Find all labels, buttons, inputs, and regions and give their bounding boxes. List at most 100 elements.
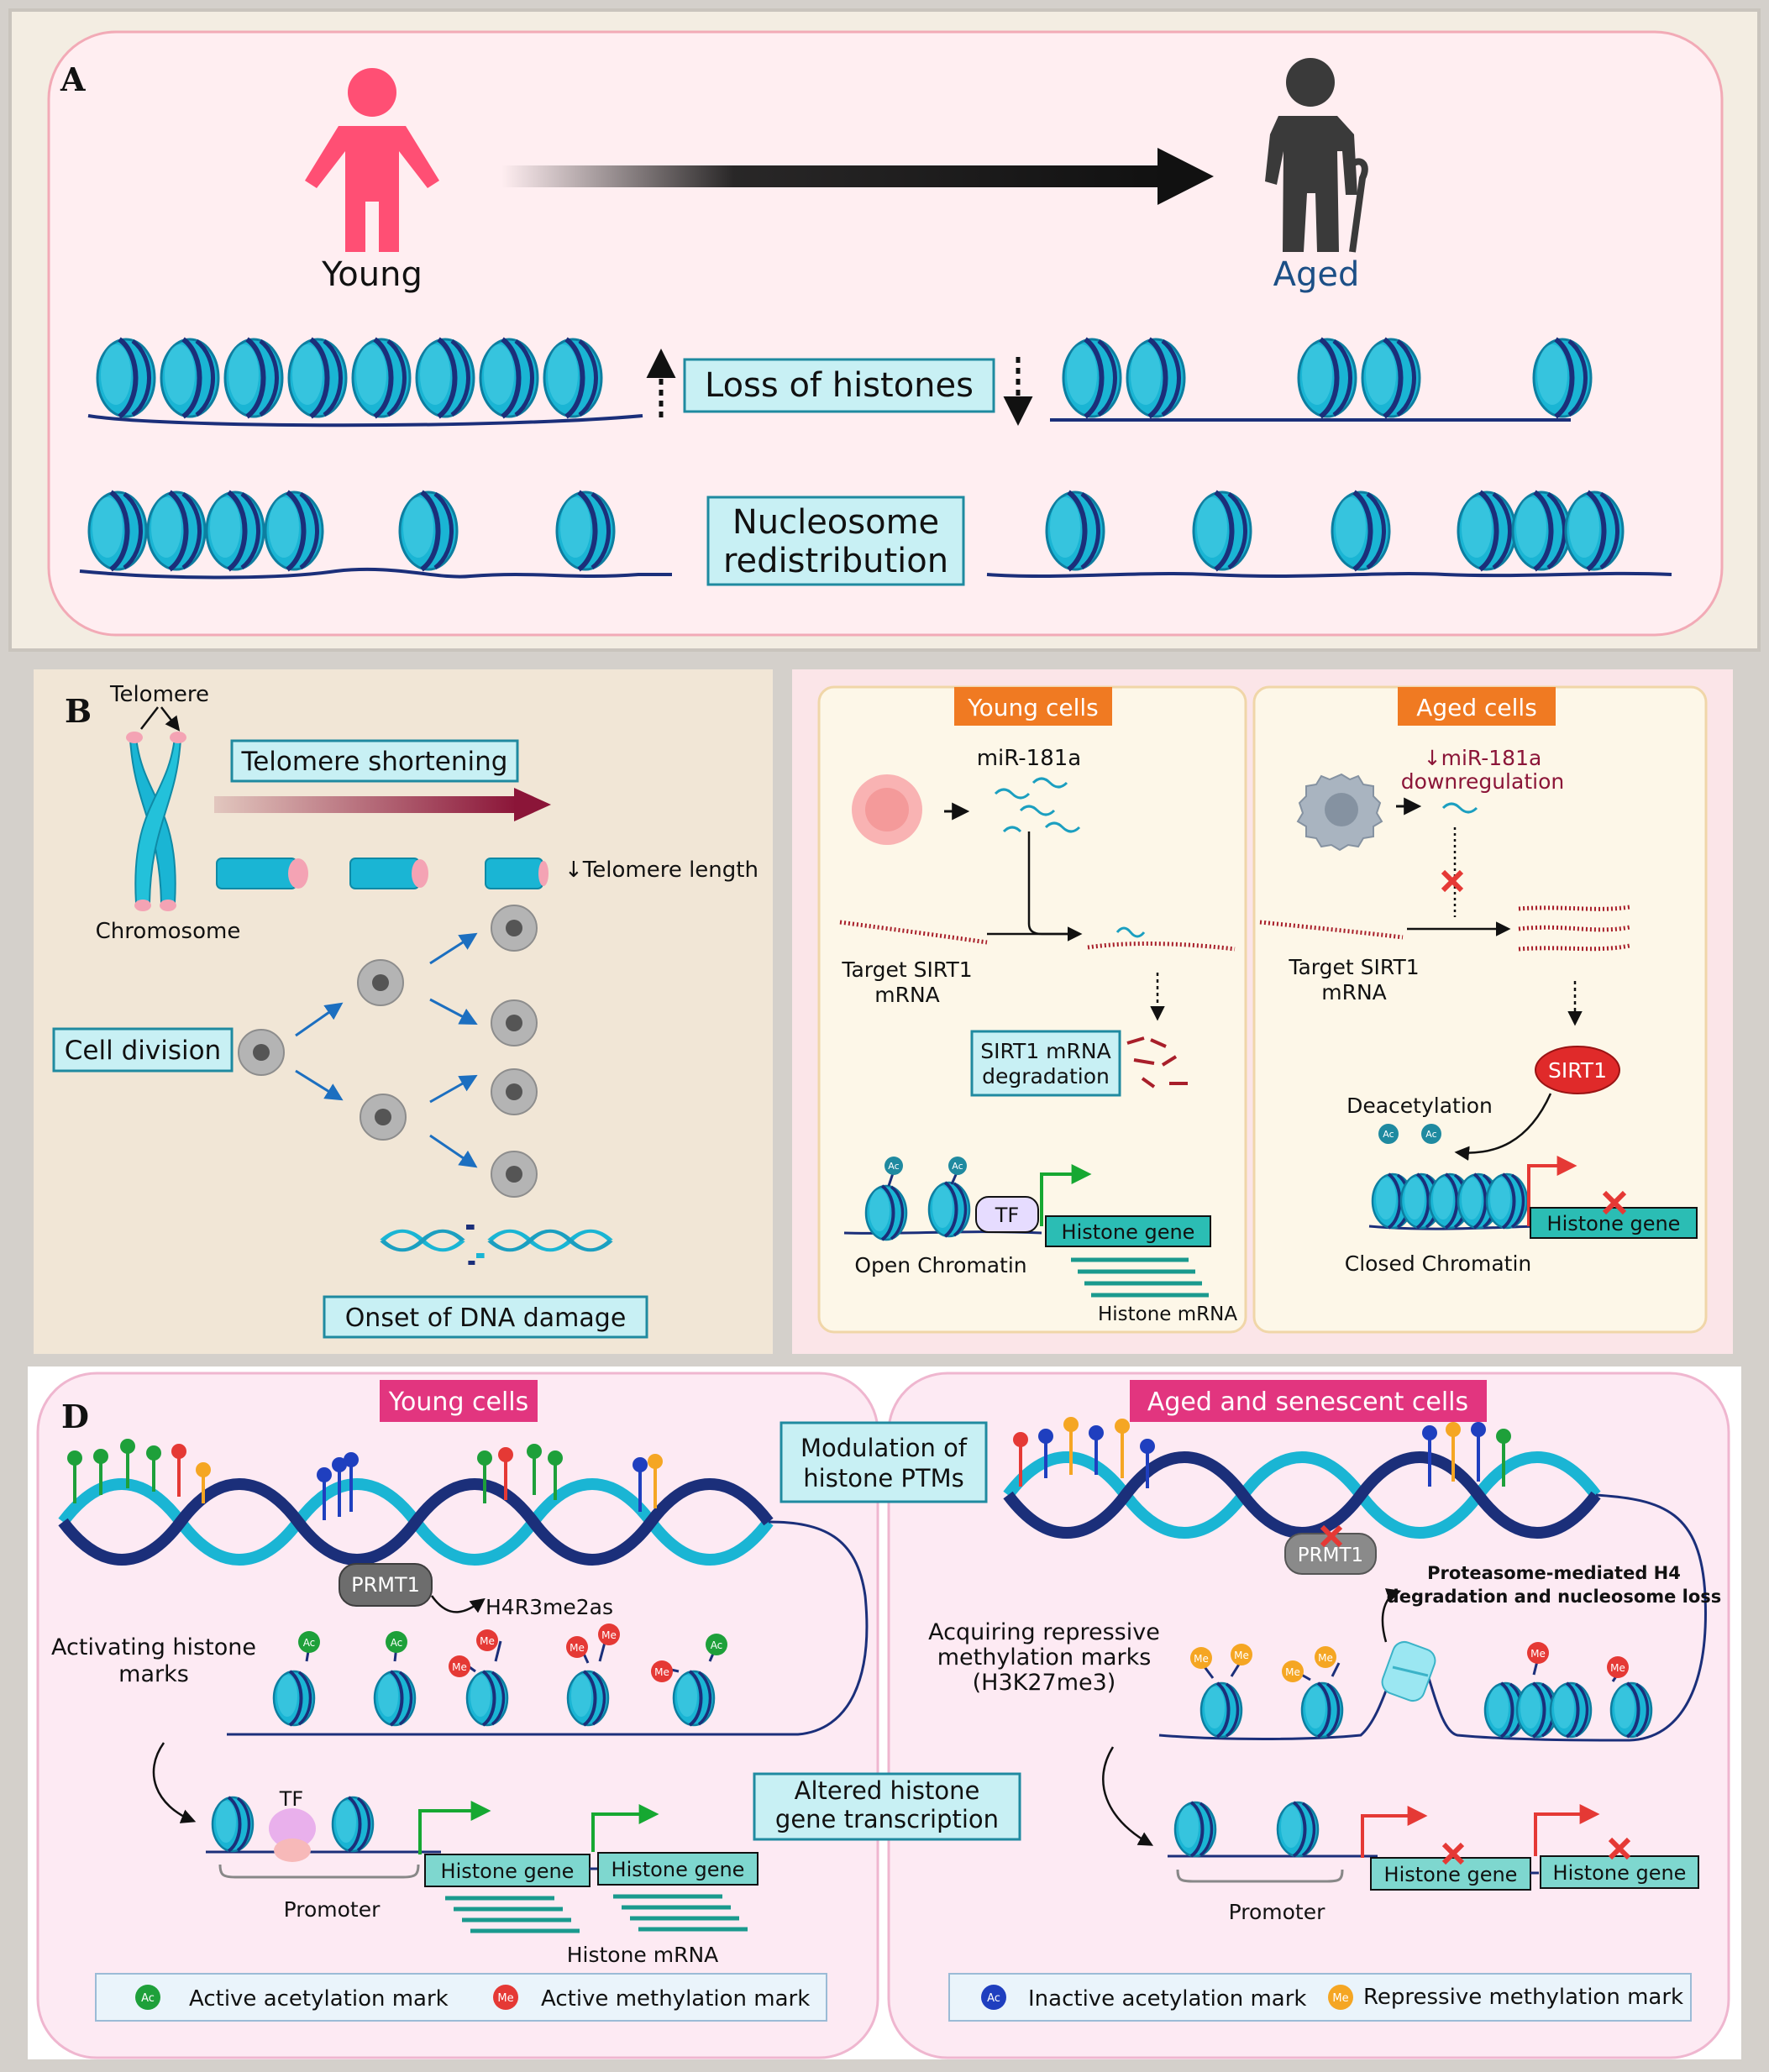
- intact-sirt1-mrna: [1518, 905, 1630, 952]
- young-ac-mark-1: Ac: [888, 1161, 899, 1172]
- repressive-line2: methylation marks: [937, 1644, 1152, 1671]
- young-me-2: Me: [480, 1635, 495, 1647]
- dna-damage-icon: [380, 1225, 613, 1265]
- young-me-5: Me: [654, 1666, 669, 1678]
- dna-damage-box: [323, 1295, 648, 1339]
- telomere-length-label: ↓Telomere length: [564, 858, 759, 883]
- legend-aged-me-label: Repressive methylation mark: [1363, 1985, 1683, 2010]
- aged-me-2: Me: [1234, 1650, 1249, 1661]
- young-tf-label: TF: [995, 1204, 1019, 1227]
- young-person-icon: [305, 68, 439, 252]
- cell-division-box: [52, 1027, 234, 1073]
- aged-target-line1: Target SIRT1: [1288, 955, 1419, 979]
- young-me-3: Me: [570, 1642, 585, 1654]
- loss-of-histones-box: [683, 358, 995, 413]
- modulation-box: [780, 1421, 988, 1503]
- panel-d-letter: D: [61, 1398, 89, 1435]
- young-mirna-label: miR-181a: [977, 746, 1082, 771]
- telomere-shortening-label: Telomere shortening: [241, 747, 508, 777]
- d-young-tag: [380, 1380, 538, 1422]
- aged-cells-tag: [1398, 687, 1556, 726]
- activating-line1: Activating histone: [51, 1634, 256, 1660]
- aged-histone-gene: [1530, 1207, 1698, 1239]
- young-senescence-panel: [36, 1372, 879, 2059]
- aged-promoter-label: Promoter: [1229, 1900, 1325, 1924]
- aged-ac-mark-2: Ac: [1425, 1129, 1436, 1140]
- nucleosome-redistribution-box: [706, 496, 965, 586]
- d-aged-tag: [1130, 1380, 1487, 1422]
- legend-aged-ac-icon: Ac: [987, 1992, 1000, 2005]
- panel-a: A Young Aged Loss of histones: [8, 8, 1761, 652]
- young-histone-gene-1-label: Histone gene: [441, 1860, 575, 1883]
- young-nucleosome-distribution: [79, 492, 672, 580]
- proteasome-icon: [1381, 1640, 1436, 1702]
- panel-b: B Telomere Chromosome Telomere shortenin…: [34, 669, 773, 1354]
- nucleosome-redistribution-line1: Nucleosome: [732, 503, 939, 542]
- young-histone-mrna-label: Histone mRNA: [1098, 1304, 1237, 1325]
- young-target-line2: mRNA: [874, 983, 940, 1007]
- altered-line2: gene transcription: [775, 1805, 999, 1833]
- young-histone-gene: [1045, 1215, 1211, 1247]
- young-prmt1-blob: [339, 1563, 433, 1607]
- modulation-line2: histone PTMs: [803, 1464, 963, 1492]
- young-label: Young: [321, 255, 423, 294]
- aging-arrow: [501, 165, 1165, 187]
- telomere-shortening-arrow: [214, 796, 517, 813]
- young-histone-gene-2-label: Histone gene: [612, 1858, 745, 1881]
- young-histone-mrna-lines: [1071, 1257, 1209, 1298]
- young-prmt1-label: PRMT1: [351, 1573, 420, 1597]
- panel-a-letter: A: [60, 60, 86, 98]
- repressive-line3: (H3K27me3): [973, 1670, 1116, 1696]
- h4r3me2as-label: H4R3me2as: [486, 1595, 613, 1619]
- young-dna-helix: [58, 1478, 869, 1736]
- young-mrna-lines-d: [445, 1894, 748, 1933]
- aged-gene-1-blocked-icon: [1441, 1842, 1465, 1865]
- telomere-shortening-box: [230, 739, 519, 783]
- sirt1-label: SIRT1: [1548, 1058, 1607, 1083]
- repressive-line1: Acquiring repressive: [928, 1619, 1160, 1645]
- young-histone-gene-1: [424, 1854, 591, 1887]
- young-legend: [95, 1973, 827, 2022]
- d-young-title: Young cells: [388, 1387, 529, 1417]
- young-ptm-lollipops: [67, 1439, 663, 1520]
- young-cells-title: Young cells: [967, 694, 1098, 721]
- aged-mirna-line1: ↓miR-181a: [1424, 746, 1542, 770]
- aged-gene-2-blocked-icon: [1608, 1837, 1631, 1860]
- young-histone-mrna-d: Histone mRNA: [567, 1943, 719, 1967]
- aged-target-line2: mRNA: [1321, 980, 1387, 1005]
- aging-arrow-head: [1157, 148, 1214, 205]
- aged-me-1: Me: [1194, 1653, 1209, 1665]
- young-target-line1: Target SIRT1: [841, 957, 972, 982]
- aged-legend: [948, 1973, 1692, 2022]
- loss-of-histones-label: Loss of histones: [705, 366, 974, 405]
- telomere-label: Telomere: [109, 682, 209, 707]
- tf-blob: [975, 1196, 1039, 1233]
- young-ac-3: Ac: [711, 1639, 723, 1651]
- blocked-x-icon: [1441, 869, 1464, 893]
- activating-line2: marks: [118, 1661, 189, 1687]
- young-me-1: Me: [452, 1661, 467, 1673]
- young-cells-tag: [954, 687, 1112, 726]
- sirt1-enzyme: [1535, 1046, 1620, 1094]
- aged-me-5: Me: [1530, 1648, 1546, 1660]
- young-histone-gene-2: [597, 1852, 759, 1886]
- aged-ptm-lollipops: [1013, 1417, 1511, 1488]
- young-target-mrna: [839, 920, 988, 945]
- young-ac-me-markers: Ac Ac Me Me Me Me Me Ac: [298, 1624, 727, 1682]
- young-tf-label-d: TF: [279, 1787, 303, 1811]
- mirna-icon: [994, 777, 1081, 833]
- young-tf-protein: [269, 1808, 316, 1862]
- senescent-cell-icon: [1296, 773, 1383, 852]
- aged-dna-helix: [1003, 1451, 1707, 1742]
- legend-aged-me-icon: Me: [1332, 1992, 1348, 2005]
- degraded-mrna-fragments: [1126, 1036, 1188, 1088]
- aged-me-3: Me: [1285, 1666, 1300, 1678]
- aged-histone-gene-1: [1370, 1857, 1531, 1891]
- young-me-4: Me: [601, 1629, 617, 1641]
- young-dense-nucleosomes: [87, 339, 643, 428]
- legend-aged-ac-label: Inactive acetylation mark: [1028, 1986, 1306, 2012]
- proteasome-line2: degradation and nucleosome loss: [1387, 1587, 1722, 1607]
- cell-division-label: Cell division: [65, 1036, 221, 1066]
- aged-label: Aged: [1273, 255, 1360, 294]
